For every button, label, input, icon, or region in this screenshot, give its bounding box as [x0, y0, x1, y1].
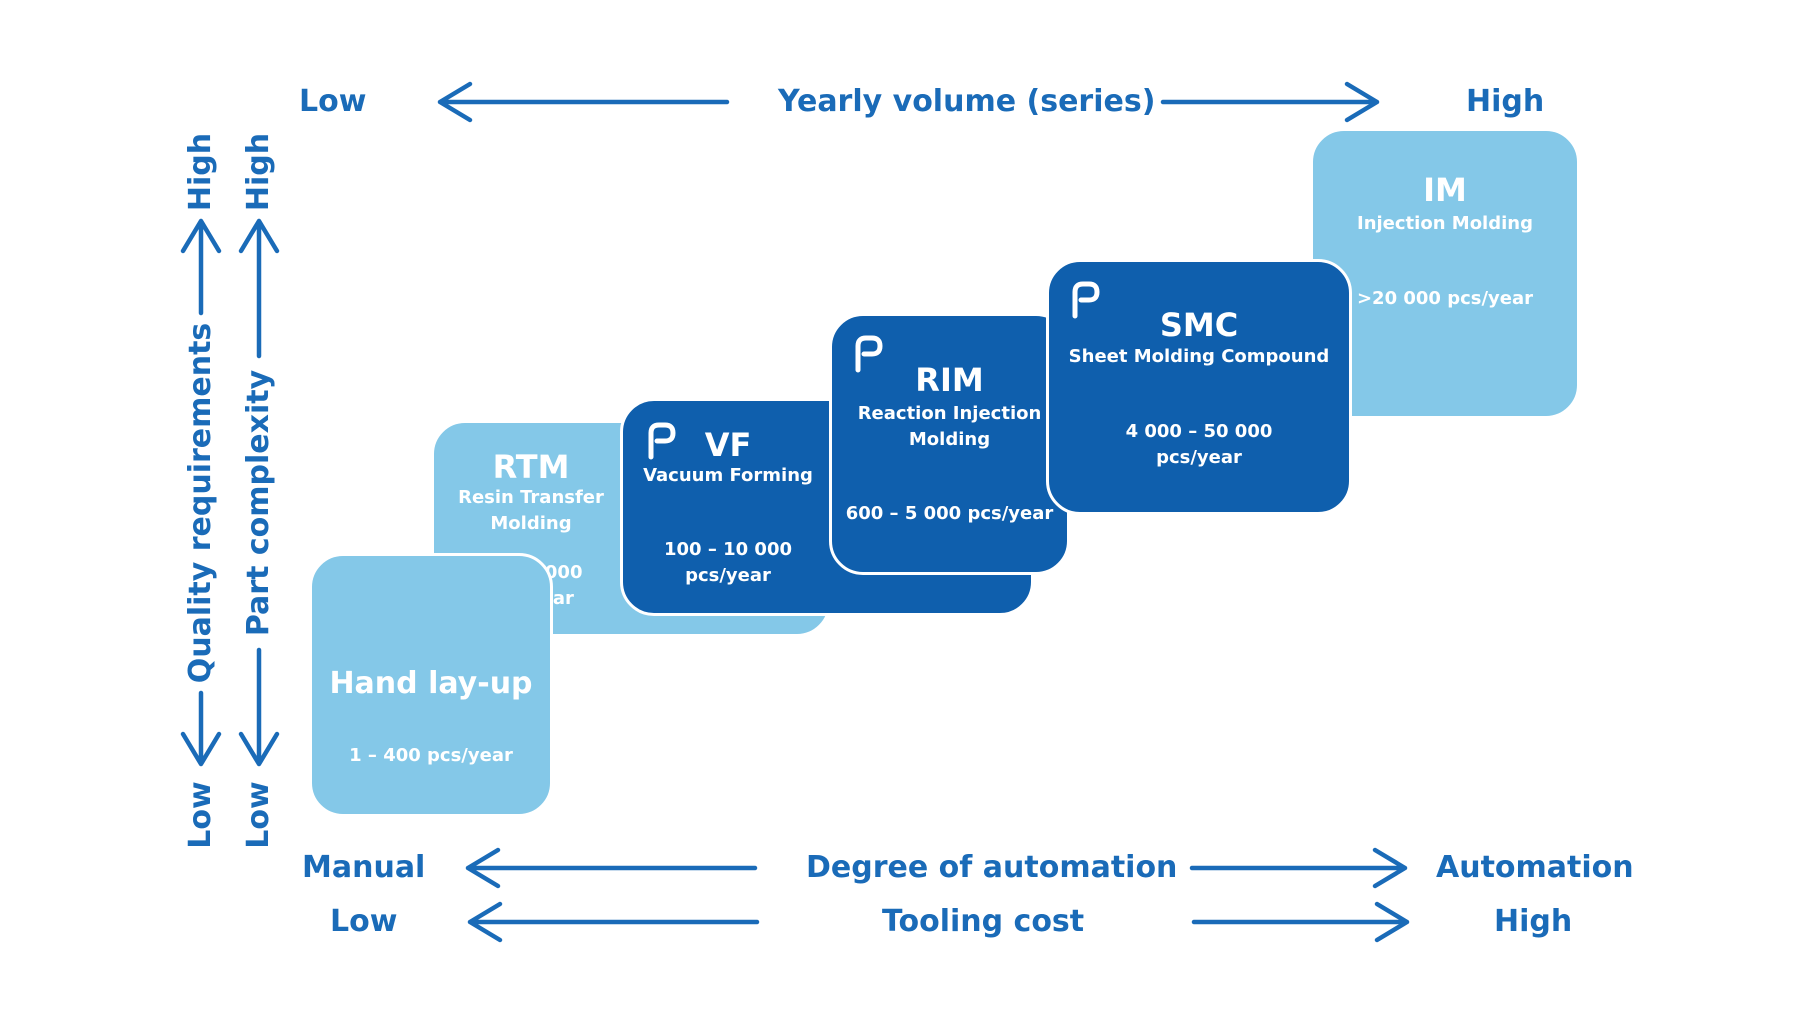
- process-code: SMC: [1159, 306, 1239, 344]
- process-box-rim: RIM Reaction Injection Molding 600 – 5 0…: [829, 313, 1070, 575]
- process-code: IM: [1423, 171, 1467, 209]
- process-name: Injection Molding: [1357, 213, 1533, 234]
- automation-manual-label: Manual: [302, 850, 426, 885]
- arrow-automation-right-icon: [1189, 847, 1408, 889]
- brand-mark-icon: [648, 422, 676, 460]
- arrow-complexity-down-icon: [238, 647, 280, 767]
- volume-high-label: High: [1466, 84, 1545, 119]
- arrow-tooling-right-icon: [1191, 901, 1410, 943]
- tooling-low-label: Low: [330, 904, 398, 939]
- complexity-axis-title: Part complexity: [241, 369, 276, 637]
- quality-low-label: Low: [183, 781, 218, 849]
- volume-low-label: Low: [299, 84, 367, 119]
- arrow-volume-left-icon: [437, 81, 730, 123]
- brand-mark-icon: [1072, 281, 1100, 319]
- process-code: Hand lay-up: [329, 666, 533, 701]
- process-name: Reaction Injection Molding: [857, 403, 1042, 450]
- automation-high-label: Automation: [1436, 850, 1634, 885]
- tooling-axis-title: Tooling cost: [882, 904, 1085, 939]
- process-volume: 100 – 10 000 pcs/year: [664, 539, 792, 586]
- process-name: Sheet Molding Compound: [1068, 346, 1330, 367]
- tooling-high-label: High: [1494, 904, 1573, 939]
- quality-axis-title: Quality requirements: [183, 322, 218, 684]
- process-volume: 1 – 400 pcs/year: [349, 745, 513, 766]
- quality-high-label: High: [183, 132, 218, 212]
- process-code: RIM: [915, 361, 984, 399]
- process-volume: 600 – 5 000 pcs/year: [845, 503, 1054, 524]
- process-box-im: IM Injection Molding >20 000 pcs/year: [1310, 128, 1580, 419]
- complexity-high-label: High: [241, 132, 276, 212]
- arrow-tooling-left-icon: [467, 901, 760, 943]
- process-box-smc: SMC Sheet Molding Compound 4 000 – 50 00…: [1046, 259, 1352, 515]
- process-name: Resin Transfer Molding: [458, 487, 604, 534]
- complexity-low-label: Low: [241, 781, 276, 849]
- process-name: Vacuum Forming: [643, 465, 813, 486]
- process-box-hand-lay-up: Hand lay-up 1 – 400 pcs/year: [309, 553, 553, 817]
- brand-mark-icon: [855, 335, 883, 373]
- process-volume: 4 000 – 50 000 pcs/year: [1125, 421, 1273, 468]
- process-code: RTM: [492, 448, 570, 486]
- arrow-quality-up-icon: [180, 218, 222, 316]
- automation-axis-title: Degree of automation: [806, 850, 1178, 885]
- process-code: VF: [704, 426, 752, 464]
- volume-axis-title: Yearly volume (series): [778, 84, 1156, 119]
- process-volume: >20 000 pcs/year: [1356, 288, 1534, 309]
- arrow-automation-left-icon: [465, 847, 758, 889]
- arrow-quality-down-icon: [180, 690, 222, 767]
- arrow-complexity-up-icon: [238, 218, 280, 359]
- arrow-volume-right-icon: [1160, 81, 1380, 123]
